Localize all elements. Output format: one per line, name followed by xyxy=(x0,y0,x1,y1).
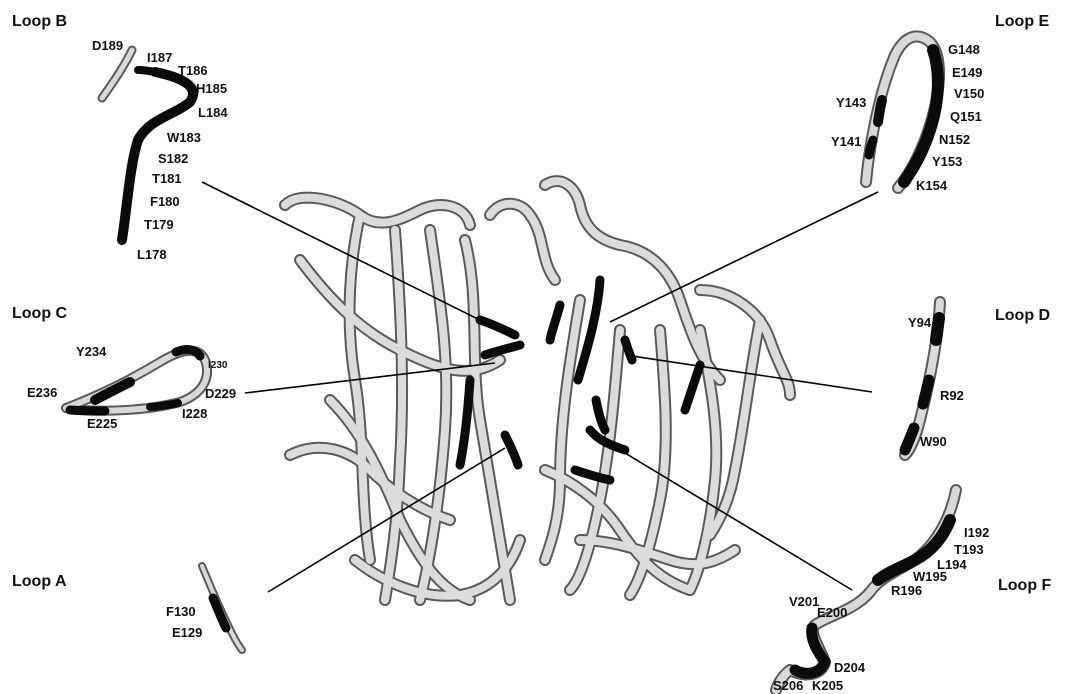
loop-f-group: Loop F I192 T193 L194 W195 R196 V201 E20… xyxy=(773,490,1052,693)
residue-label: I192 xyxy=(964,525,989,540)
residue-label: Y153 xyxy=(932,154,962,169)
residue-label: Y143 xyxy=(836,95,866,110)
residue-label: Y234 xyxy=(76,344,107,359)
residue-label: S206 xyxy=(773,678,803,693)
residue-label: K205 xyxy=(812,678,843,693)
loop-f-title: Loop F xyxy=(998,577,1052,594)
residue-label: K154 xyxy=(916,178,948,193)
residue-label: E149 xyxy=(952,65,982,80)
residue-label: T193 xyxy=(954,542,984,557)
residue-label: E236 xyxy=(27,385,57,400)
loop-a-group: Loop A F130 E129 xyxy=(12,566,242,650)
residue-label: I230 xyxy=(208,360,228,371)
residue-label: T181 xyxy=(152,171,182,186)
loop-b-group: Loop B D189 I187 T186 H185 L184 W183 S18… xyxy=(12,13,228,262)
loop-d-group: Loop D Y94 R92 W90 xyxy=(905,302,1050,455)
central-protein-structure xyxy=(285,181,790,600)
residue-label: G148 xyxy=(948,42,980,57)
residue-label: Q151 xyxy=(950,109,982,124)
residue-label: D229 xyxy=(205,386,236,401)
residue-label: R92 xyxy=(940,388,964,403)
residue-label: F180 xyxy=(150,194,180,209)
residue-label: T179 xyxy=(144,217,174,232)
leader-line-c xyxy=(245,363,495,393)
residue-label: W90 xyxy=(920,434,947,449)
residue-label: Y94 xyxy=(908,315,932,330)
loop-e-title: Loop E xyxy=(995,13,1050,30)
residue-label: I228 xyxy=(182,406,207,421)
residue-label: L184 xyxy=(198,105,228,120)
residue-label: W183 xyxy=(167,130,201,145)
residue-label: E225 xyxy=(87,416,117,431)
residue-label: S182 xyxy=(158,151,188,166)
residue-label: D204 xyxy=(834,660,866,675)
residue-label: N152 xyxy=(939,132,970,147)
residue-label: F130 xyxy=(166,604,196,619)
residue-label: E129 xyxy=(172,625,202,640)
loop-b-title: Loop B xyxy=(12,13,67,30)
loop-c-title: Loop C xyxy=(12,305,68,322)
loop-c-group: Loop C Y234 I230 E236 D229 E225 I228 xyxy=(12,305,236,431)
residue-label: T186 xyxy=(178,63,208,78)
residue-label: L178 xyxy=(137,247,167,262)
loop-e-group: Loop E G148 E149 V150 Y143 Q151 Y141 N15… xyxy=(831,13,1050,193)
residue-label: W195 xyxy=(913,569,947,584)
residue-label: D189 xyxy=(92,38,123,53)
residue-label: V201 xyxy=(789,594,819,609)
residue-label: H185 xyxy=(196,81,227,96)
residue-label: E200 xyxy=(817,605,847,620)
loop-d-title: Loop D xyxy=(995,307,1050,324)
loop-a-title: Loop A xyxy=(12,573,67,590)
residue-label: V150 xyxy=(954,86,984,101)
residue-label: I187 xyxy=(147,50,172,65)
residue-label: R196 xyxy=(891,583,922,598)
residue-label: Y141 xyxy=(831,134,861,149)
